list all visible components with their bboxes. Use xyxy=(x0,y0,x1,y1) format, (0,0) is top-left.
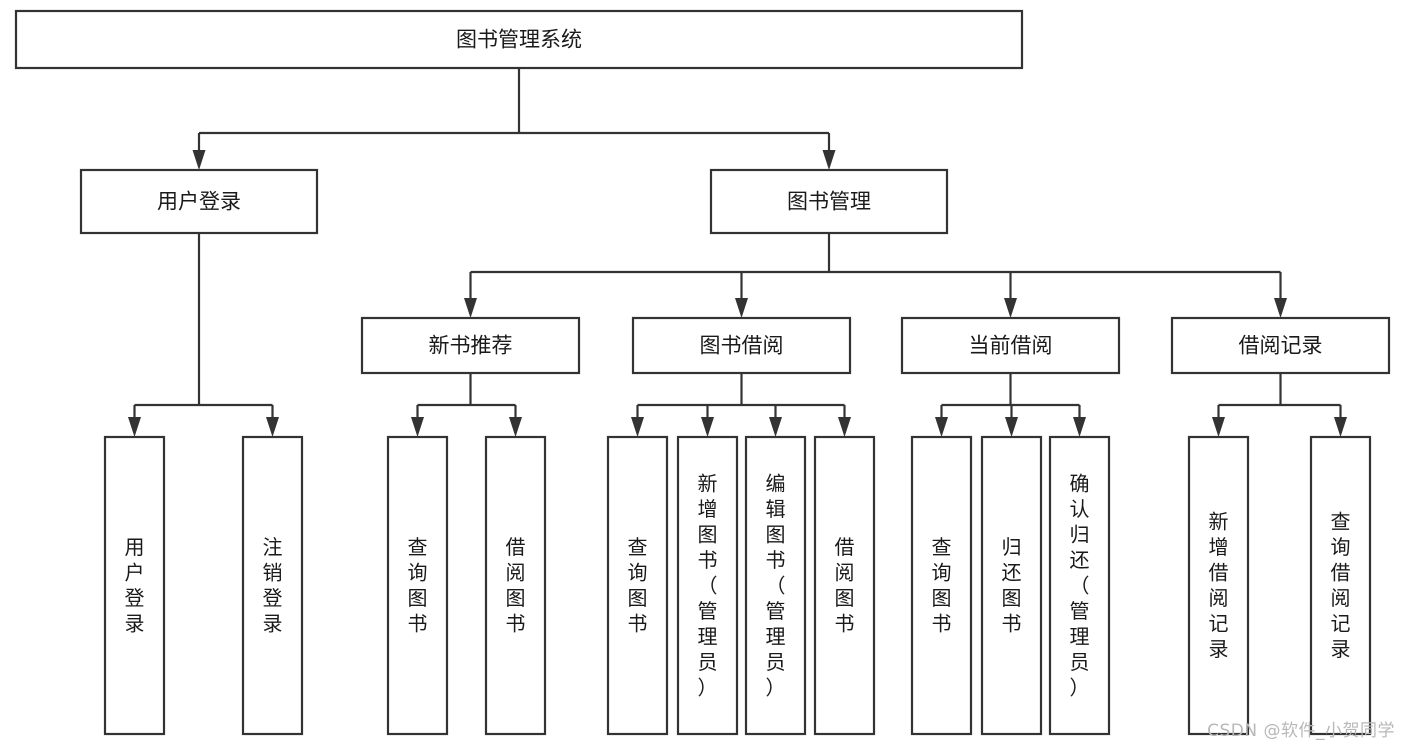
arrow-head-icon xyxy=(1005,417,1018,437)
node-label: 归还图书 xyxy=(1002,535,1022,636)
node-label: 用户登录 xyxy=(125,535,145,636)
node-leaf-borrow-book-new[interactable]: 借阅图书 xyxy=(484,435,547,736)
node-label: 图书管理 xyxy=(787,190,871,214)
arrow-head-icon xyxy=(509,417,522,437)
node-box[interactable] xyxy=(386,435,449,736)
node-box[interactable] xyxy=(980,435,1043,736)
arrow-head-icon xyxy=(1212,417,1225,437)
node-label: 图书借阅 xyxy=(700,334,784,358)
node-label: 查询图书 xyxy=(628,535,648,636)
node-label: 借阅图书 xyxy=(506,535,526,636)
node-label: 注销登录 xyxy=(263,535,283,636)
arrow-head-icon xyxy=(838,417,851,437)
arrow-head-icon xyxy=(1004,298,1017,318)
node-label: 借阅图书 xyxy=(835,535,855,636)
node-borrow[interactable]: 图书借阅 xyxy=(631,316,852,375)
arrow-head-icon xyxy=(128,417,141,437)
arrow-head-icon xyxy=(1274,298,1287,318)
connector-group-bus-records xyxy=(1212,373,1347,437)
node-login[interactable]: 用户登录 xyxy=(79,168,319,235)
node-label: 用户登录 xyxy=(157,190,241,214)
node-newbook[interactable]: 新书推荐 xyxy=(360,316,581,375)
node-leaf-query-book-current[interactable]: 查询图书 xyxy=(910,435,973,736)
node-label: 新书推荐 xyxy=(429,334,513,358)
node-current[interactable]: 当前借阅 xyxy=(900,316,1121,375)
node-leaf-query-book-new[interactable]: 查询图书 xyxy=(386,435,449,736)
node-box[interactable] xyxy=(1309,435,1372,736)
arrow-head-icon xyxy=(1073,417,1086,437)
arrow-head-icon xyxy=(769,417,782,437)
arrow-head-icon xyxy=(411,417,424,437)
node-leaf-user-login[interactable]: 用户登录 xyxy=(103,435,166,736)
node-box[interactable] xyxy=(484,435,547,736)
node-leaf-logout[interactable]: 注销登录 xyxy=(241,435,304,736)
arrow-head-icon xyxy=(701,417,714,437)
node-label: 当前借阅 xyxy=(969,334,1053,358)
arrow-head-icon xyxy=(822,150,836,170)
connector-group-bus-current xyxy=(935,373,1086,437)
node-box[interactable] xyxy=(910,435,973,736)
node-box[interactable] xyxy=(79,168,319,235)
node-box[interactable] xyxy=(744,435,807,736)
node-box[interactable] xyxy=(14,9,1024,70)
node-bookmgmt[interactable]: 图书管理 xyxy=(709,168,949,235)
node-box[interactable] xyxy=(241,435,304,736)
node-leaf-edit-book[interactable]: 编辑图书（管理员） xyxy=(744,435,807,736)
node-label: 查询借阅记录 xyxy=(1331,510,1351,662)
node-box[interactable] xyxy=(360,316,581,375)
arrow-head-icon xyxy=(1334,417,1347,437)
node-box[interactable] xyxy=(676,435,739,736)
node-leaf-query-book-borrow[interactable]: 查询图书 xyxy=(606,435,669,736)
node-layer: 图书管理系统用户登录图书管理新书推荐图书借阅当前借阅借阅记录用户登录注销登录查询… xyxy=(14,9,1391,736)
node-label: 确认归还（管理员） xyxy=(1070,471,1090,699)
node-box[interactable] xyxy=(103,435,166,736)
node-leaf-return-book[interactable]: 归还图书 xyxy=(980,435,1043,736)
node-label: 新增图书（管理员） xyxy=(698,471,718,699)
node-box[interactable] xyxy=(1187,435,1250,736)
node-box[interactable] xyxy=(1048,435,1111,736)
node-box[interactable] xyxy=(813,435,876,736)
node-leaf-borrow-book[interactable]: 借阅图书 xyxy=(813,435,876,736)
node-box[interactable] xyxy=(1170,316,1391,375)
node-leaf-add-book[interactable]: 新增图书（管理员） xyxy=(676,435,739,736)
arrow-head-icon xyxy=(266,417,279,437)
arrow-head-icon xyxy=(735,298,748,318)
node-box[interactable] xyxy=(631,316,852,375)
connector-group-bus-newbook xyxy=(411,373,522,437)
connector-group-bus-borrow xyxy=(631,373,851,437)
node-leaf-add-record[interactable]: 新增借阅记录 xyxy=(1187,435,1250,736)
node-label: 图书管理系统 xyxy=(456,28,582,52)
arrow-head-icon xyxy=(192,150,206,170)
node-records[interactable]: 借阅记录 xyxy=(1170,316,1391,375)
node-leaf-query-record[interactable]: 查询借阅记录 xyxy=(1309,435,1372,736)
node-label: 编辑图书（管理员） xyxy=(766,471,786,699)
node-box[interactable] xyxy=(606,435,669,736)
node-root[interactable]: 图书管理系统 xyxy=(14,9,1024,70)
connector-group-bus-bookmgmt xyxy=(464,233,1287,318)
node-leaf-confirm-return[interactable]: 确认归还（管理员） xyxy=(1048,435,1111,736)
arrow-head-icon xyxy=(464,298,477,318)
connector-layer xyxy=(128,68,1347,437)
node-box[interactable] xyxy=(709,168,949,235)
node-label: 新增借阅记录 xyxy=(1209,510,1229,662)
arrow-head-icon xyxy=(631,417,644,437)
arrow-head-icon xyxy=(935,417,948,437)
node-label: 查询图书 xyxy=(932,535,952,636)
node-box[interactable] xyxy=(900,316,1121,375)
node-label: 查询图书 xyxy=(408,535,428,636)
connector-group-bus-login xyxy=(128,233,279,437)
connector-group-bus-root xyxy=(192,68,836,170)
node-label: 借阅记录 xyxy=(1239,334,1323,358)
